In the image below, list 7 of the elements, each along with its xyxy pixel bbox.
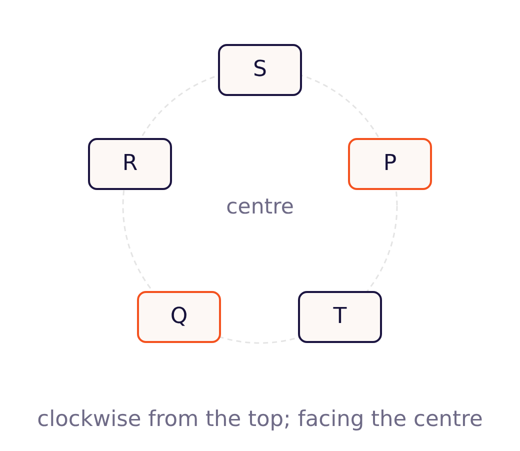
centre-label: centre — [226, 195, 294, 217]
seat-box: P — [348, 138, 432, 190]
caption: clockwise from the top; facing the centre — [37, 409, 483, 431]
seat-box: R — [88, 138, 172, 190]
seat-box: T — [298, 291, 382, 343]
seat-box: Q — [137, 291, 221, 343]
seat-box: S — [218, 44, 302, 96]
